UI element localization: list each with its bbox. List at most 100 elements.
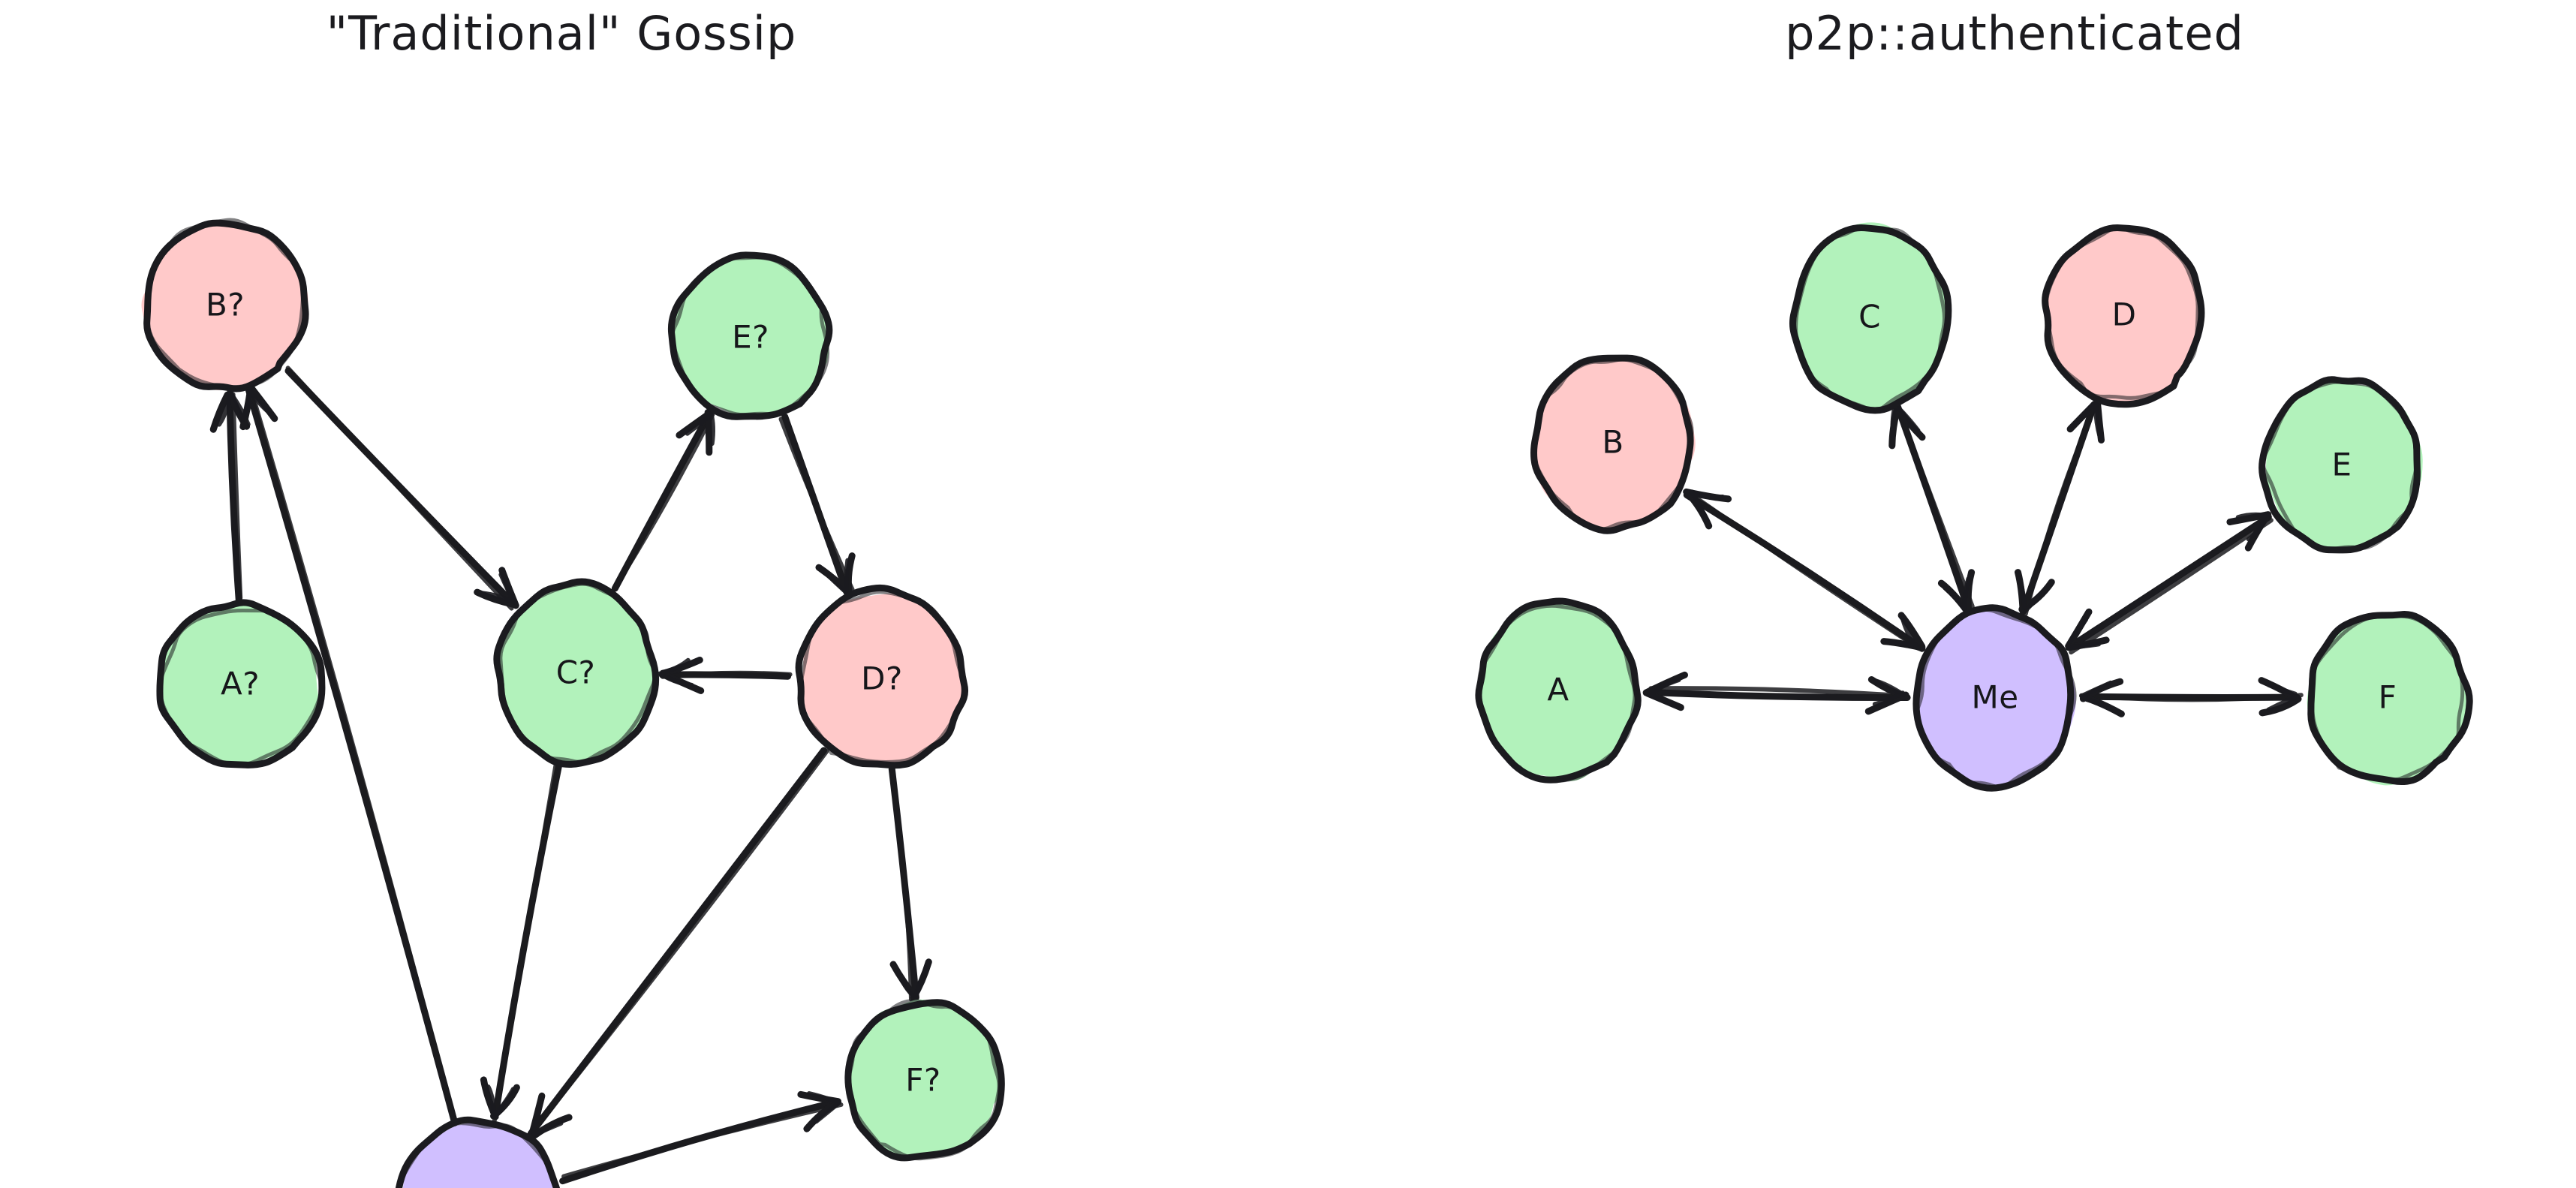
node-label: B xyxy=(1602,424,1624,461)
node-outline-sketch xyxy=(2261,380,2418,551)
node-label: Me xyxy=(1971,679,2018,716)
node-label: A xyxy=(1547,672,1569,708)
node-fill xyxy=(1914,610,2076,785)
node-label: C xyxy=(1858,299,1881,335)
edge-line-sketch xyxy=(248,383,458,1126)
node-c[interactable]: C? xyxy=(493,578,660,768)
node-label: Me xyxy=(454,1183,501,1188)
node-label: B? xyxy=(206,287,245,323)
arrow-head xyxy=(1873,678,1906,697)
edge-me-e xyxy=(2065,511,2274,655)
node-outline-sketch xyxy=(670,255,830,417)
arrow-head xyxy=(844,558,850,596)
arrow-head xyxy=(2079,680,2113,699)
edge-line-sketch xyxy=(1648,686,1907,699)
node-me[interactable]: Me xyxy=(395,1116,561,1188)
arrow-head xyxy=(1897,612,1926,650)
arrow-head xyxy=(2066,642,2101,650)
edge-c-e xyxy=(611,408,715,592)
arrow-head xyxy=(2266,682,2298,696)
node-outline-sketch xyxy=(397,1121,557,1188)
node-d[interactable]: D xyxy=(2042,224,2205,408)
arrow-head xyxy=(685,411,714,436)
arrow-head xyxy=(529,1102,543,1138)
arrow-head xyxy=(2069,402,2096,429)
edge-line-sketch xyxy=(561,1102,844,1179)
node-f[interactable]: F? xyxy=(844,999,1005,1162)
node-label: D? xyxy=(861,660,903,697)
node-label: E xyxy=(2331,447,2352,483)
arrow-head xyxy=(2023,585,2049,613)
node-label: F? xyxy=(905,1062,940,1099)
edge-line-sketch xyxy=(526,749,829,1138)
node-a[interactable]: A? xyxy=(156,599,326,768)
node-e[interactable]: E xyxy=(2259,376,2423,554)
arrow-head xyxy=(240,386,253,422)
node-outline xyxy=(844,999,1005,1162)
graph-p2p-authenticated: B C D E A F Me xyxy=(1475,222,2473,792)
node-b[interactable]: B? xyxy=(141,218,309,392)
arrow-head xyxy=(2235,512,2271,520)
node-label: F xyxy=(2379,679,2397,716)
arrow-head xyxy=(492,1087,516,1119)
node-outline-sketch xyxy=(798,590,965,764)
edge-b-c xyxy=(284,365,519,611)
node-c[interactable]: C xyxy=(1789,222,1952,414)
node-outline-sketch xyxy=(1531,357,1694,531)
arrow-head xyxy=(2266,694,2301,712)
arrow-head xyxy=(1690,489,1710,522)
arrow-head xyxy=(248,384,278,423)
arrow-head xyxy=(807,1091,841,1105)
edge-line-sketch xyxy=(889,762,913,1002)
node-outline xyxy=(156,599,326,768)
edge-line-sketch xyxy=(2079,693,2304,702)
arrow-head xyxy=(1895,405,1921,433)
node-f[interactable]: F xyxy=(2307,611,2473,786)
node-label: D xyxy=(2112,296,2137,333)
node-outline-sketch xyxy=(1477,603,1637,783)
arrow-head xyxy=(844,552,856,598)
arrow-head xyxy=(676,411,712,439)
edge-me-a xyxy=(1642,671,1911,715)
edge-a-b xyxy=(209,389,251,604)
panel-title-p2p-authenticated: p2p::authenticated xyxy=(1785,6,2244,61)
arrow-head xyxy=(660,657,691,675)
panel-title-traditional-gossip: "Traditional" Gossip xyxy=(326,6,797,61)
node-fill xyxy=(2265,380,2423,551)
node-fill xyxy=(847,999,1004,1158)
arrow-head xyxy=(1890,405,1897,440)
node-fill xyxy=(1794,222,1949,411)
node-label: E? xyxy=(732,319,769,356)
node-me[interactable]: Me xyxy=(1912,604,2077,792)
edge-line-sketch xyxy=(2023,402,2099,617)
arrow-head xyxy=(217,392,233,427)
node-fill xyxy=(1536,356,1696,531)
edge-me-d xyxy=(2015,398,2105,617)
node-fill xyxy=(141,222,308,390)
edge-line-sketch xyxy=(612,412,715,591)
node-fill xyxy=(2307,612,2468,786)
graph-traditional-gossip: B? E? A? C? D? F? Me xyxy=(141,218,1005,1188)
arrow-head xyxy=(1900,618,1921,651)
node-b[interactable]: B xyxy=(1530,354,1696,534)
node-outline-sketch xyxy=(2044,226,2200,400)
edge-me-f xyxy=(2079,677,2304,717)
panel-traditional-gossip: "Traditional" Gossip B? E? A? C? D? F? Me xyxy=(141,6,1005,1188)
arrow-head xyxy=(209,391,231,433)
arrow-head xyxy=(486,1084,496,1117)
arrow-head xyxy=(528,1120,564,1139)
arrow-head xyxy=(498,572,516,605)
node-d[interactable]: D? xyxy=(795,584,969,769)
node-outline-sketch xyxy=(158,609,324,768)
node-outline-sketch xyxy=(845,999,1001,1161)
edge-line-sketch xyxy=(778,417,855,592)
node-fill xyxy=(402,1122,555,1188)
node-fill xyxy=(799,593,964,768)
node-a[interactable]: A xyxy=(1475,597,1642,783)
arrow-head xyxy=(1647,691,1680,708)
node-fill xyxy=(2046,226,2202,405)
node-e[interactable]: E? xyxy=(667,251,833,420)
arrow-head xyxy=(2079,695,2113,711)
node-outline-sketch xyxy=(2309,612,2465,782)
arrow-head xyxy=(1964,569,1976,616)
